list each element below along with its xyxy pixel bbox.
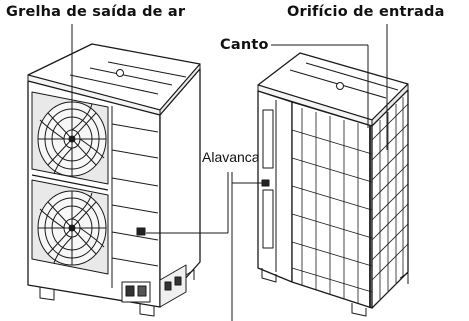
label-air-outlet-grille: Grelha de saída de ar (6, 4, 186, 20)
label-lever: Alavanca (202, 149, 260, 165)
fan-icon (37, 190, 107, 266)
right-outdoor-unit (257, 52, 409, 317)
inlet-grid (291, 108, 373, 303)
leader-lines (71, 24, 388, 321)
label-corner: Canto (220, 37, 269, 53)
side-inlet-grille (371, 97, 409, 299)
lever-handle (261, 179, 270, 187)
left-outdoor-unit (27, 43, 201, 317)
label-inlet-hole: Orifício de entrada (287, 4, 445, 20)
fan-icon (37, 101, 107, 177)
lever-handle (136, 227, 146, 236)
